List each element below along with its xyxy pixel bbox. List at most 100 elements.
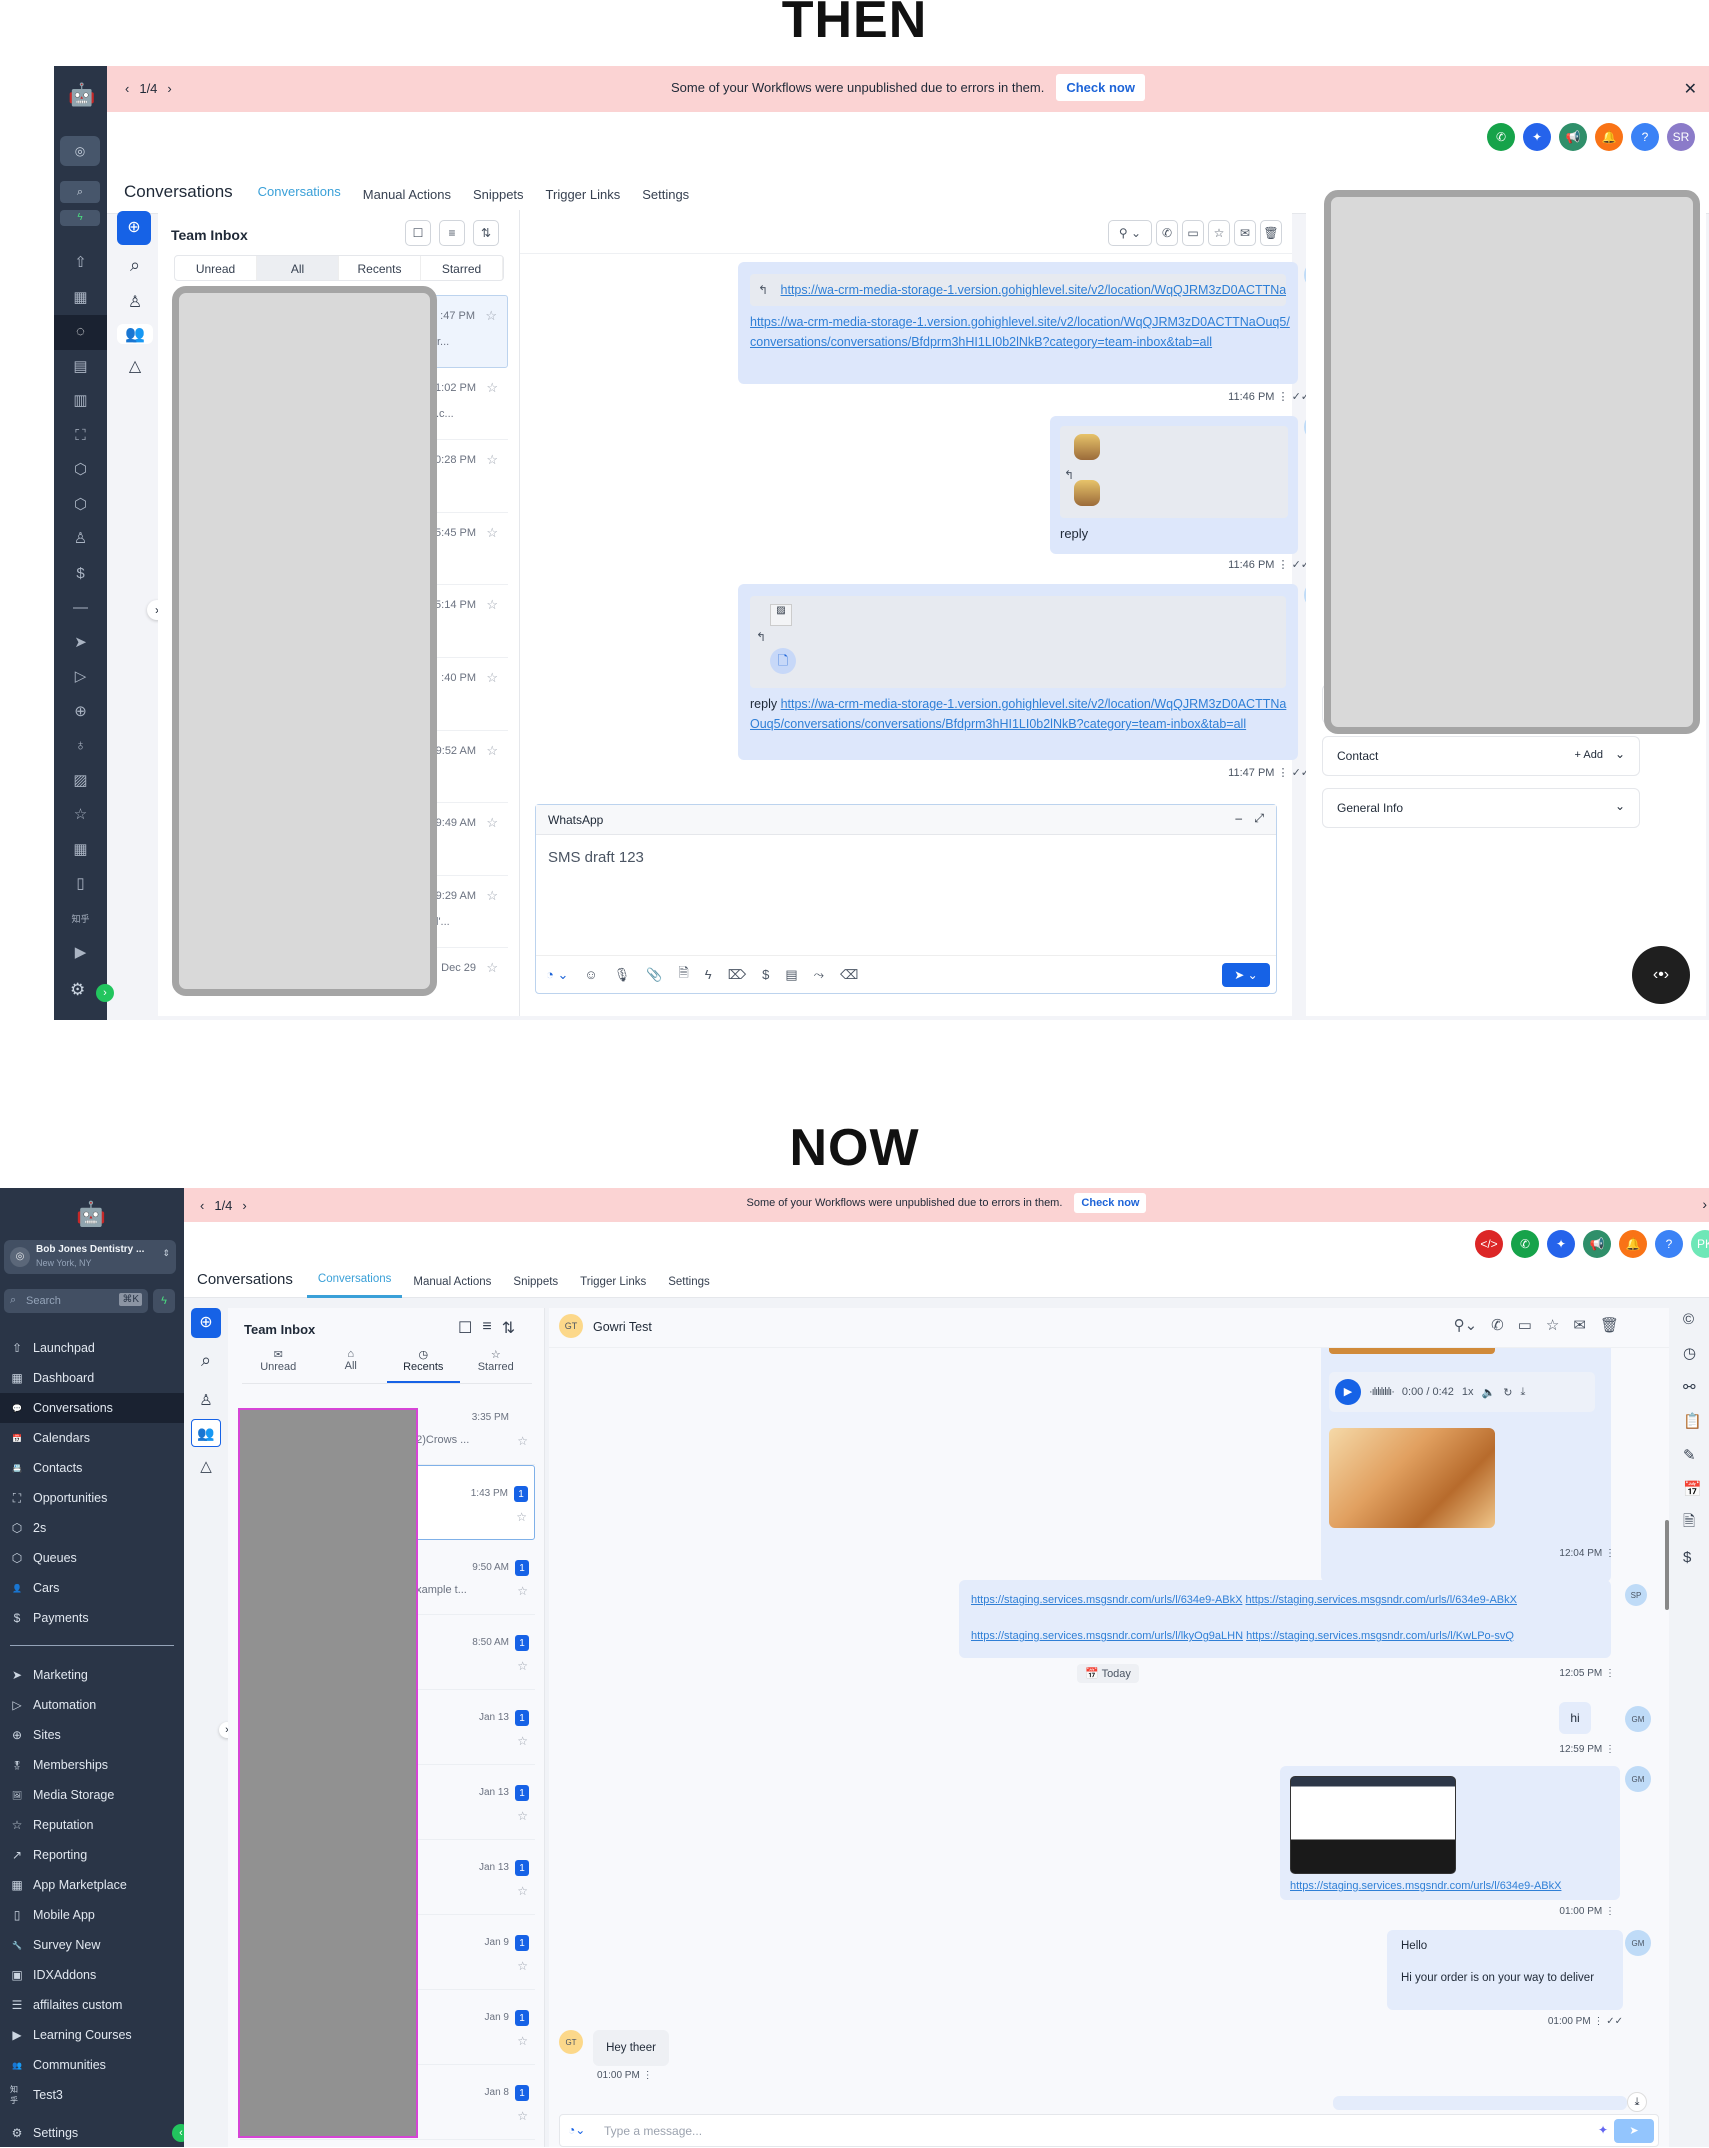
sidebar-item-mobile-app[interactable]: ▯Mobile App <box>0 1900 184 1930</box>
assign-dropdown[interactable]: ⚲ ⌄ <box>1108 220 1152 246</box>
bell-icon[interactable]: 🔔 <box>1619 1230 1647 1258</box>
sidebar-item-automation[interactable]: ▷Automation <box>0 1690 184 1720</box>
network-icon[interactable]: △ <box>200 1458 212 1475</box>
expand-icon[interactable]: ⤢ <box>1254 811 1264 825</box>
filter-unread[interactable]: Unread <box>175 256 257 280</box>
star-icon[interactable]: ☆ <box>486 815 498 831</box>
select-all-checkbox[interactable]: ☐ <box>405 220 431 246</box>
search-input[interactable]: ⌕ Search ⌘K <box>4 1289 148 1313</box>
play-icon[interactable]: ▶ <box>1335 1379 1361 1405</box>
composer-input[interactable]: SMS draft 123 <box>548 849 644 866</box>
template-icon[interactable]: ▤ <box>785 966 798 982</box>
sidebar-item-queues[interactable]: ⬡Queues <box>0 1543 184 1573</box>
folder-icon[interactable]: ▭ <box>1517 1317 1532 1334</box>
star-icon[interactable]: ☆ <box>517 1659 528 1673</box>
star-icon[interactable]: ☆ <box>517 1584 528 1598</box>
star-icon[interactable]: ☆ <box>486 742 498 758</box>
volume-icon[interactable]: 🔈 <box>1481 1386 1496 1399</box>
mail-open-icon[interactable]: ✉ <box>1573 1317 1586 1334</box>
megaphone-icon[interactable]: 📢 <box>1583 1230 1611 1258</box>
calendar-icon[interactable]: ▤ <box>73 357 88 375</box>
section-general-info[interactable]: General Info ⌄ <box>1322 788 1640 828</box>
clear-icon[interactable]: ⌫ <box>840 966 859 982</box>
team-icon[interactable]: 👥 <box>191 1419 221 1447</box>
sidebar-item-dashboard[interactable]: ▦Dashboard <box>0 1363 184 1393</box>
filter-recents[interactable]: ◷Recents <box>387 1348 460 1383</box>
image-thumbnail[interactable] <box>1074 480 1100 506</box>
sidebar-item-memberships[interactable]: 🎖Memberships <box>0 1750 184 1780</box>
mail-icon[interactable]: ✉ <box>1234 220 1256 246</box>
tag-icon[interactable]: ⌦ <box>727 966 747 982</box>
zhihu-icon[interactable]: 知乎 <box>71 913 90 924</box>
network-icon[interactable]: △ <box>128 358 142 375</box>
search-icon[interactable]: ⌕ <box>129 255 141 275</box>
message-link[interactable]: https://wa-crm-media-storage-1.version.g… <box>750 697 1287 731</box>
payments-icon[interactable]: $ <box>1683 1548 1692 1566</box>
sidebar-item-reporting[interactable]: ↗Reporting <box>0 1840 184 1870</box>
sparkle-icon[interactable]: ✦ <box>1523 123 1551 151</box>
account-switcher[interactable]: ◎ Bob Jones Dentistry ... New York, NY ⇕ <box>4 1240 176 1274</box>
quick-actions-icon[interactable]: ϟ <box>153 1289 175 1313</box>
star-icon[interactable]: ☆ <box>486 960 498 976</box>
message-link[interactable]: https://staging.services.msgsndr.com/url… <box>1246 1630 1514 1642</box>
message-link[interactable]: https://staging.services.msgsndr.com/url… <box>1245 1594 1517 1606</box>
filter-all[interactable]: ⌂All <box>315 1348 388 1383</box>
tab-trigger-links[interactable]: Trigger Links <box>580 1276 647 1288</box>
star-icon[interactable]: ☆ <box>486 379 498 395</box>
message-link[interactable]: https://staging.services.msgsndr.com/url… <box>971 1594 1243 1606</box>
sort-icon[interactable]: ⇅ <box>501 1320 516 1337</box>
send-button[interactable]: ➤ <box>1614 2119 1654 2143</box>
help-icon[interactable]: ? <box>1631 123 1659 151</box>
sidebar-item-sites[interactable]: ⊕Sites <box>0 1720 184 1750</box>
star-icon[interactable]: ☆ <box>486 669 498 685</box>
whatsapp-channel-icon[interactable]: ◔ ⌄ <box>546 966 569 982</box>
sidebar-item-marketing[interactable]: ➤Marketing <box>0 1660 184 1690</box>
star-icon[interactable]: ☆ <box>517 2109 528 2123</box>
tab-conversations[interactable]: Conversations <box>306 1273 403 1298</box>
document-icon[interactable]: 🗎 <box>1683 1512 1696 1530</box>
image-attachment[interactable] <box>1329 1428 1495 1528</box>
code-icon[interactable]: </> <box>1475 1230 1503 1258</box>
sidebar-item-cars[interactable]: 👤Cars <box>0 1573 184 1603</box>
add-contact-button[interactable]: + Add <box>1574 749 1603 761</box>
mic-icon[interactable]: 🎙 <box>613 966 631 982</box>
clock-icon[interactable]: ◷ <box>1683 1345 1697 1362</box>
sidebar-item-app-marketplace[interactable]: ▦App Marketplace <box>0 1870 184 1900</box>
tasks-icon[interactable]: 📋 <box>1683 1413 1702 1430</box>
prev-icon[interactable]: ‹ <box>200 1198 205 1213</box>
award-icon[interactable]: ♁ <box>74 737 87 754</box>
sidebar-item-launchpad[interactable]: ⇧Launchpad <box>0 1333 184 1363</box>
sidebar-item-learning-courses[interactable]: ▶Learning Courses <box>0 2020 184 2050</box>
sort-icon[interactable]: ⇅ <box>473 220 499 246</box>
star-icon[interactable]: ☆ <box>485 308 497 323</box>
filter-icon[interactable]: ≡ <box>482 1318 492 1335</box>
user-icon[interactable]: ♙ <box>127 294 143 311</box>
payments-icon[interactable]: $ <box>76 564 85 582</box>
star-icon[interactable]: ☆ <box>517 1434 528 1448</box>
star-icon[interactable]: ☆ <box>516 1510 527 1524</box>
new-chat-icon[interactable]: ⊕ <box>191 1308 221 1338</box>
message-link[interactable]: https://wa-crm-media-storage-1.version.g… <box>750 315 1290 349</box>
folder-icon[interactable]: ▭ <box>1182 220 1204 246</box>
sidebar-item-conversations[interactable]: 💬Conversations <box>0 1393 184 1423</box>
sidebar-item-media-storage[interactable]: 🖼Media Storage <box>0 1780 184 1810</box>
image-thumbnail[interactable] <box>1074 434 1100 460</box>
next-icon[interactable]: › <box>242 1198 247 1213</box>
select-all-checkbox[interactable]: ☐ <box>458 1320 473 1337</box>
tab-settings[interactable]: Settings <box>668 1276 710 1288</box>
trash-icon[interactable]: 🗑 <box>1260 220 1282 246</box>
tab-manual-actions[interactable]: Manual Actions <box>413 1276 492 1288</box>
sidebar-item-calendars[interactable]: 📅Calendars <box>0 1423 184 1453</box>
contacts-icon[interactable]: ▥ <box>73 392 88 409</box>
check-now-button[interactable]: Check now <box>1056 74 1145 101</box>
calendar-icon[interactable]: 📅 <box>1683 1481 1702 1498</box>
image-icon[interactable]: ▨ <box>73 771 88 789</box>
dev-tools-button[interactable]: ‹•› <box>1632 946 1690 1004</box>
star-icon[interactable]: ☆ <box>517 2034 528 2048</box>
quoted-link[interactable]: https://wa-crm-media-storage-1.version.g… <box>780 283 1286 297</box>
chat-scrollbar[interactable] <box>1665 1520 1669 1610</box>
sites-icon[interactable]: ⊕ <box>74 702 87 720</box>
notes-icon[interactable]: ✎ <box>1683 1447 1696 1464</box>
account-switcher-icon[interactable]: ◎ <box>60 136 100 166</box>
